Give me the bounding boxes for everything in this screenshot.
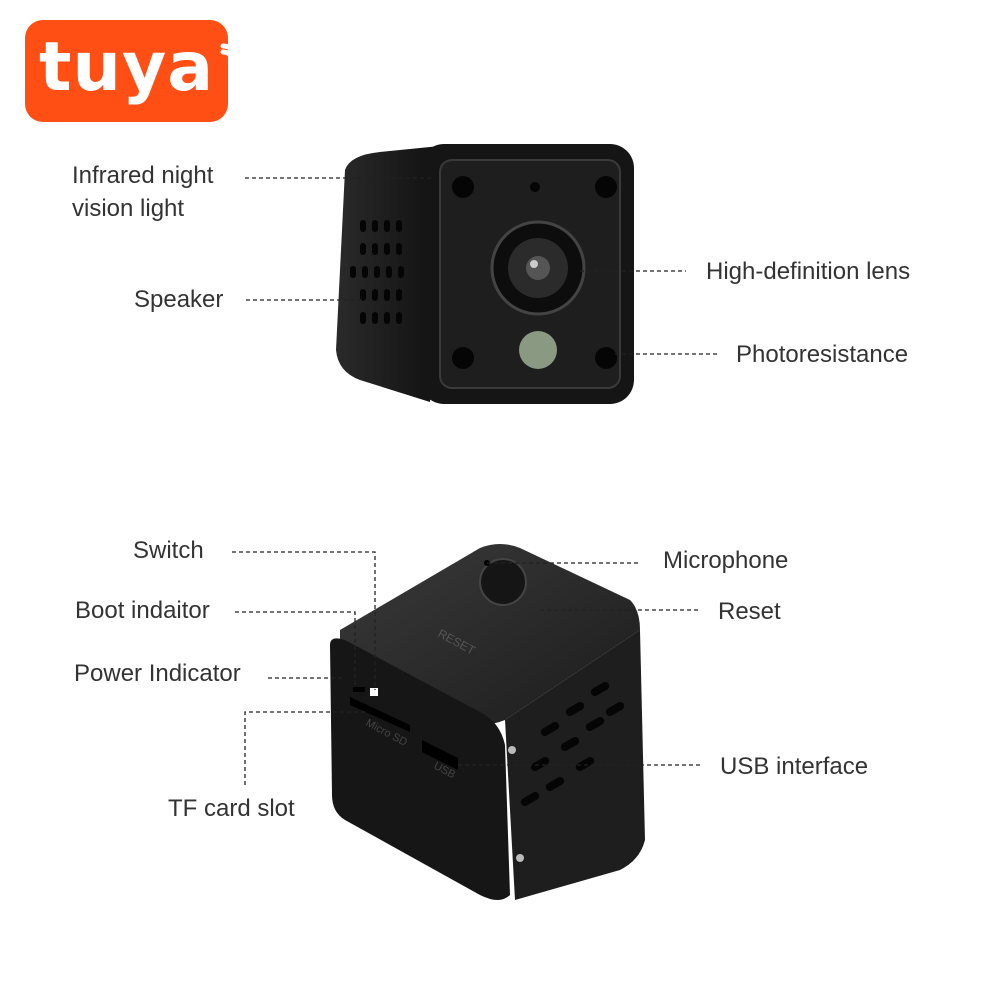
label-microphone: Microphone — [663, 547, 789, 574]
speaker-grille — [520, 682, 625, 806]
label-usb-interface: USB interface — [720, 753, 869, 780]
label-switch: Switch — [133, 537, 204, 564]
label-speaker: Speaker — [134, 286, 224, 313]
label-infrared-line1: Infrared night — [72, 162, 214, 189]
tuya-logo: tuya — [25, 20, 242, 122]
leader-lines — [232, 177, 718, 785]
label-power-indicator: Power Indicator — [74, 660, 241, 687]
label-infrared-line2: vision light — [72, 195, 185, 222]
label-photoresistance: Photoresistance — [736, 341, 909, 368]
camera-back-view: RESET Micro SD USB — [330, 544, 645, 900]
wifi-icon — [220, 43, 242, 65]
label-reset: Reset — [718, 598, 781, 625]
camera-front-view — [336, 144, 634, 404]
label-tf-card-slot: TF card slot — [168, 795, 295, 822]
label-boot-indicator: Boot indaitor — [75, 597, 210, 624]
label-lens: High-definition lens — [706, 258, 911, 285]
speaker-grille — [350, 220, 404, 324]
label-infrared-light: Infrared night vision light — [72, 159, 213, 225]
logo-text: tuya — [39, 28, 215, 107]
